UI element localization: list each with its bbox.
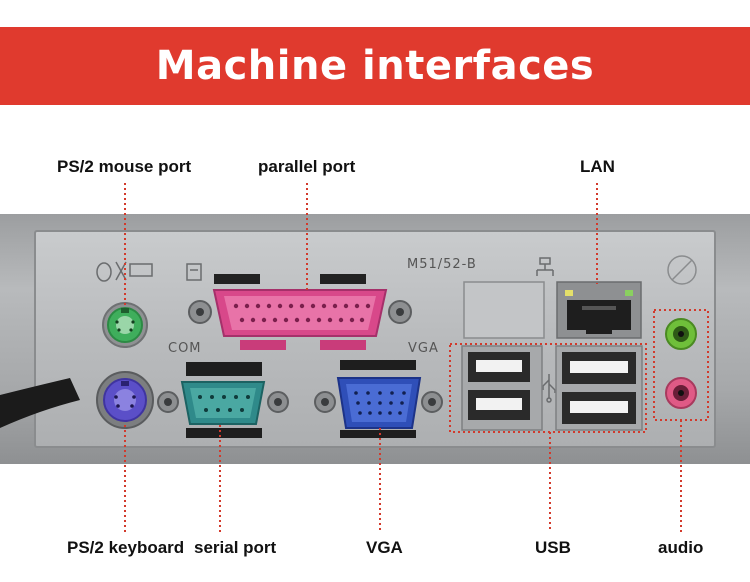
- page-title: Machine interfaces: [155, 43, 595, 89]
- usb-icon: [542, 374, 556, 403]
- lan-port: [556, 281, 642, 339]
- etched-com-text: COM: [168, 341, 202, 356]
- audio-jacks: [653, 255, 709, 421]
- vga-port: [314, 360, 443, 438]
- label-lan: LAN: [580, 157, 615, 176]
- network-icon: [536, 257, 554, 276]
- blank-cutout: [463, 281, 545, 339]
- printer-icon: [186, 263, 202, 281]
- label-vga: VGA: [366, 538, 403, 557]
- label-ps2-mouse-port: PS/2 mouse port: [57, 157, 192, 176]
- ps2-keyboard-port: [96, 371, 154, 429]
- label-audio: audio: [658, 538, 704, 557]
- ps2-mouse-port: [102, 302, 148, 348]
- usb-port-stack-left: [461, 345, 543, 431]
- label-usb: USB: [535, 538, 571, 557]
- usb-highlight-box: [449, 343, 647, 433]
- cable-shadow: [0, 378, 80, 428]
- parallel-port: [188, 274, 412, 350]
- etched-vga-text: VGA: [408, 341, 439, 356]
- mouse-keyboard-icon: [96, 261, 153, 282]
- label-ps2-keyboard: PS/2 keyboard: [67, 538, 185, 557]
- label-parallel-port: parallel port: [258, 157, 356, 176]
- label-serial-port: serial port: [194, 538, 277, 557]
- serial-port: [157, 362, 289, 438]
- leader-lines: [124, 183, 682, 532]
- title-banner: Machine interfaces: [0, 27, 750, 105]
- usb-port-stack-right: [555, 345, 643, 431]
- etched-model-text: M51/52-B: [407, 257, 477, 272]
